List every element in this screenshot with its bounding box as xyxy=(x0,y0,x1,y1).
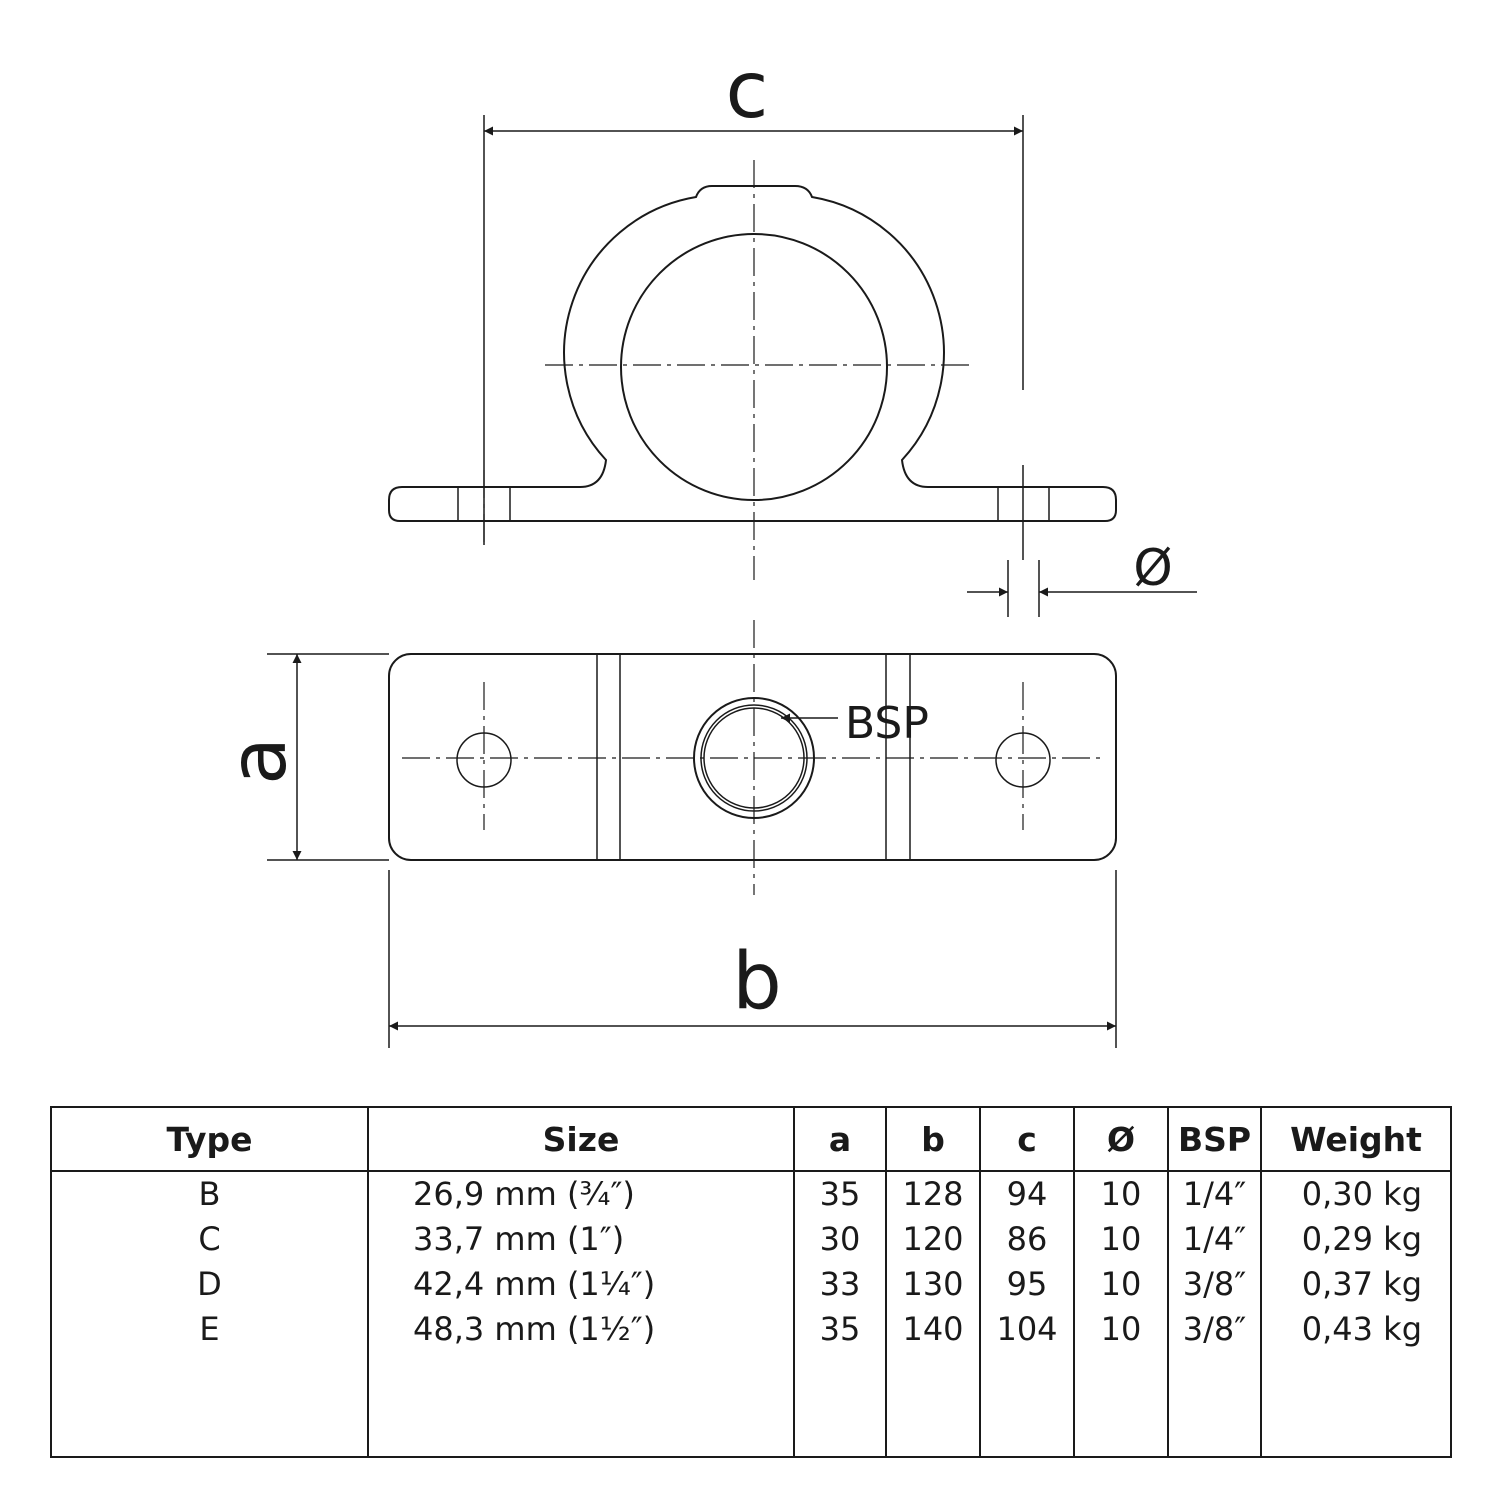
front-view-outline xyxy=(388,185,1117,522)
header-weight: Weight xyxy=(1260,1106,1452,1172)
cell-type: B xyxy=(50,1171,369,1217)
empty-cell xyxy=(979,1352,1075,1458)
label-b: b xyxy=(732,937,782,1027)
label-bsp: BSP xyxy=(845,698,929,749)
header-a: a xyxy=(793,1106,887,1172)
cell-c: 104 xyxy=(979,1307,1075,1352)
empty-cell xyxy=(885,1352,981,1458)
header-diameter: Ø xyxy=(1073,1106,1169,1172)
table-filler-row xyxy=(50,1352,1452,1458)
cell-c: 95 xyxy=(979,1262,1075,1307)
cell-a: 30 xyxy=(793,1217,887,1262)
technical-drawing: c Ø BSP a b xyxy=(214,46,1197,1048)
cell-weight: 0,37 kg xyxy=(1260,1262,1452,1307)
cell-b: 130 xyxy=(885,1262,981,1307)
table-row: B 26,9 mm (¾″) 35 128 94 10 1/4″ 0,30 kg xyxy=(50,1171,1452,1217)
cell-size: 26,9 mm (¾″) xyxy=(367,1171,795,1217)
cell-type: D xyxy=(50,1262,369,1307)
header-bsp: BSP xyxy=(1167,1106,1262,1172)
table-row: E 48,3 mm (1½″) 35 140 104 10 3/8″ 0,43 … xyxy=(50,1307,1452,1352)
cell-diameter: 10 xyxy=(1073,1307,1169,1352)
cell-bsp: 1/4″ xyxy=(1167,1171,1262,1217)
cell-weight: 0,29 kg xyxy=(1260,1217,1452,1262)
empty-cell xyxy=(50,1352,369,1458)
cell-weight: 0,30 kg xyxy=(1260,1171,1452,1217)
empty-cell xyxy=(793,1352,887,1458)
cell-b: 120 xyxy=(885,1217,981,1262)
top-view-plate xyxy=(388,653,1117,861)
cell-type: C xyxy=(50,1217,369,1262)
cell-a: 35 xyxy=(793,1171,887,1217)
specification-table: Type Size a b c Ø BSP Weight B 26,9 mm (… xyxy=(50,1106,1452,1458)
header-size: Size xyxy=(367,1106,795,1172)
cell-diameter: 10 xyxy=(1073,1262,1169,1307)
cell-size: 42,4 mm (1¼″) xyxy=(367,1262,795,1307)
header-c: c xyxy=(979,1106,1075,1172)
header-type: Type xyxy=(50,1106,369,1172)
front-view xyxy=(388,185,1117,522)
label-c: c xyxy=(726,46,769,136)
cell-a: 35 xyxy=(793,1307,887,1352)
cell-diameter: 10 xyxy=(1073,1217,1169,1262)
top-view xyxy=(388,653,1117,861)
cell-weight: 0,43 kg xyxy=(1260,1307,1452,1352)
cell-b: 140 xyxy=(885,1307,981,1352)
cell-a: 33 xyxy=(793,1262,887,1307)
cell-bsp: 3/8″ xyxy=(1167,1262,1262,1307)
cell-size: 48,3 mm (1½″) xyxy=(367,1307,795,1352)
table-row: D 42,4 mm (1¼″) 33 130 95 10 3/8″ 0,37 k… xyxy=(50,1262,1452,1307)
table-row: C 33,7 mm (1″) 30 120 86 10 1/4″ 0,29 kg xyxy=(50,1217,1452,1262)
empty-cell xyxy=(1073,1352,1169,1458)
label-a: a xyxy=(214,737,304,785)
empty-cell xyxy=(1167,1352,1262,1458)
cell-type: E xyxy=(50,1307,369,1352)
cell-diameter: 10 xyxy=(1073,1171,1169,1217)
cell-b: 128 xyxy=(885,1171,981,1217)
cell-size: 33,7 mm (1″) xyxy=(367,1217,795,1262)
cell-bsp: 1/4″ xyxy=(1167,1217,1262,1262)
cell-c: 86 xyxy=(979,1217,1075,1262)
label-diameter: Ø xyxy=(1133,539,1172,597)
empty-cell xyxy=(1260,1352,1452,1458)
table-header-row: Type Size a b c Ø BSP Weight xyxy=(50,1106,1452,1172)
header-b: b xyxy=(885,1106,981,1172)
empty-cell xyxy=(367,1352,795,1458)
inner-bore xyxy=(620,233,888,501)
cell-bsp: 3/8″ xyxy=(1167,1307,1262,1352)
cell-c: 94 xyxy=(979,1171,1075,1217)
